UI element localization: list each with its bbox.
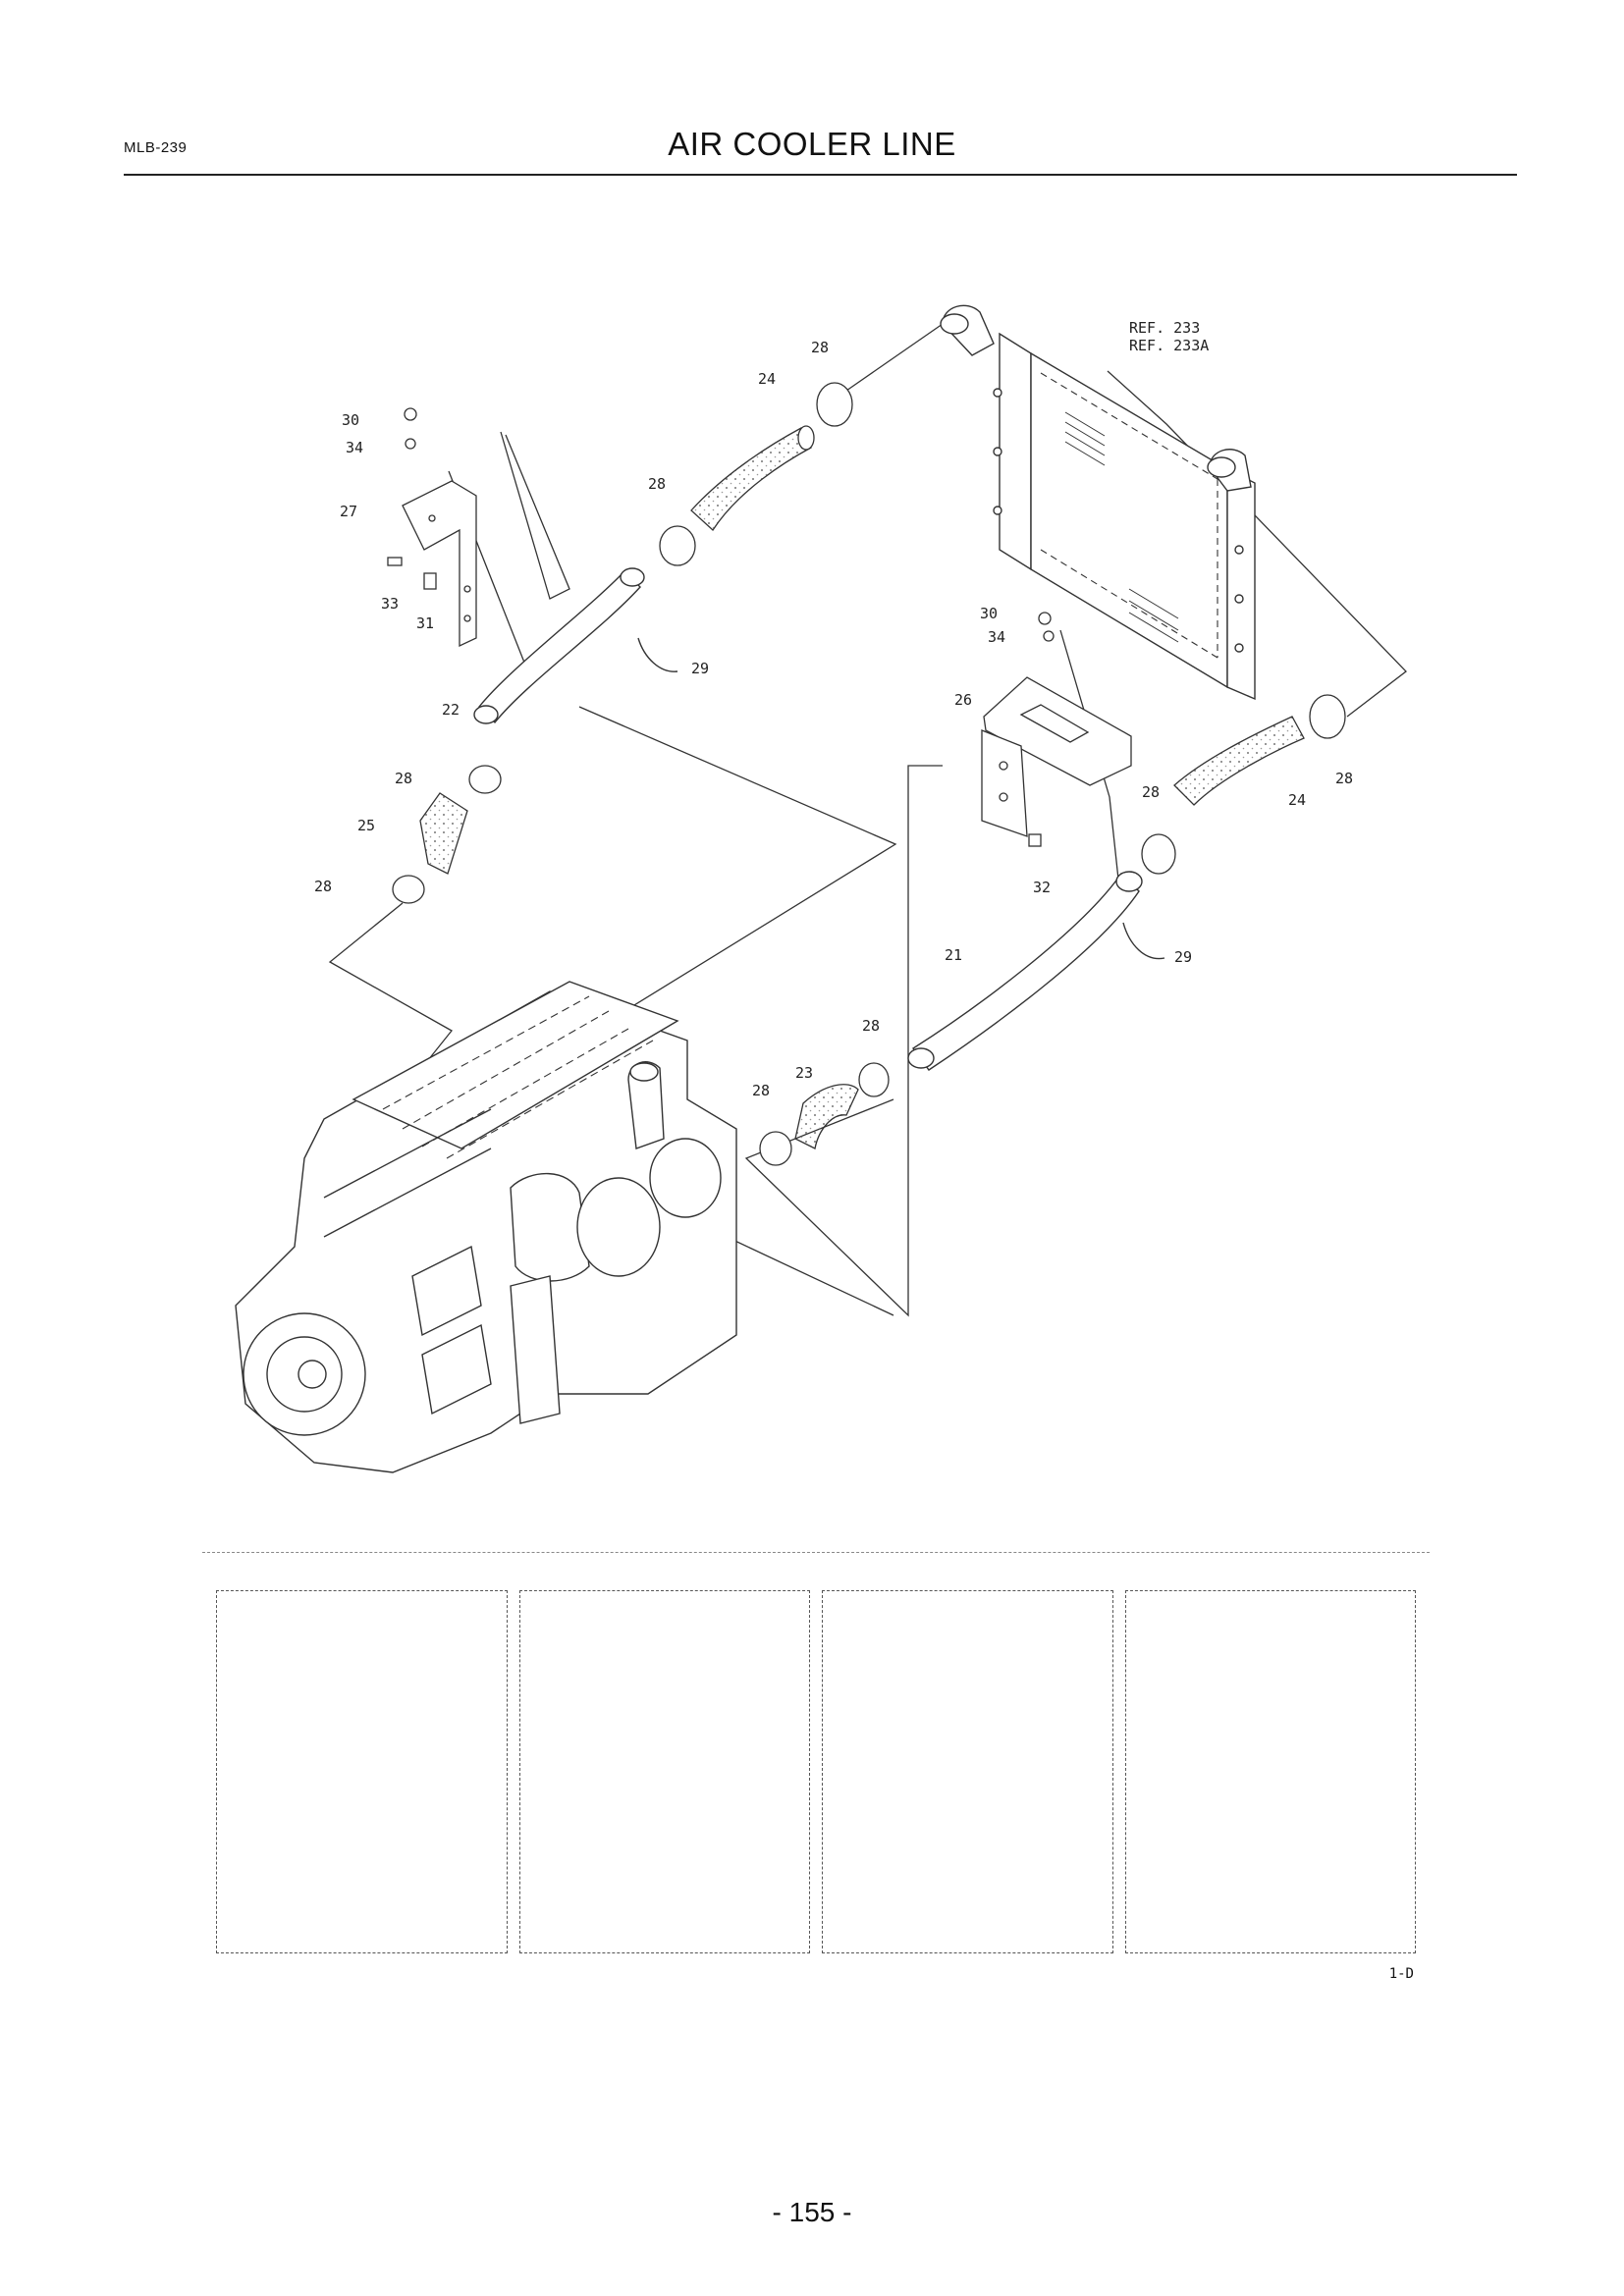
callout-21: 21 bbox=[945, 946, 962, 964]
callout-27: 27 bbox=[340, 503, 357, 520]
note-box-3 bbox=[822, 1590, 1113, 1953]
callout-30-mid: 30 bbox=[980, 605, 998, 622]
callout-ref-233: REF. 233 bbox=[1129, 319, 1200, 337]
callout-28-mid-left: 28 bbox=[395, 770, 412, 787]
callout-28-top: 28 bbox=[811, 339, 829, 356]
callout-25: 25 bbox=[357, 817, 375, 834]
callout-29-lower: 29 bbox=[1174, 948, 1192, 966]
hose-24-right bbox=[1141, 694, 1346, 875]
callout-28-lower-b: 28 bbox=[752, 1082, 770, 1099]
callout-22: 22 bbox=[442, 701, 460, 719]
tube-22 bbox=[473, 567, 678, 724]
callout-28-right: 28 bbox=[1335, 770, 1353, 787]
hose-25 bbox=[392, 765, 502, 904]
hose-24-upper bbox=[659, 382, 853, 566]
exploded-parts-diagram: REF. 233 REF. 233A 30 34 27 33 31 24 28 … bbox=[235, 304, 1407, 1473]
hose-23 bbox=[759, 1062, 890, 1166]
note-box-2 bbox=[518, 1590, 810, 1953]
callout-29-upper: 29 bbox=[691, 660, 709, 677]
bracket-27 bbox=[387, 407, 477, 648]
engine bbox=[235, 981, 737, 1473]
callout-30-top: 30 bbox=[342, 411, 359, 429]
callout-31: 31 bbox=[416, 614, 434, 632]
callout-34-mid: 34 bbox=[988, 628, 1005, 646]
note-box-4 bbox=[1124, 1590, 1416, 1953]
callout-ref-233a: REF. 233A bbox=[1129, 337, 1209, 354]
separator-line bbox=[202, 1552, 1430, 1553]
callout-32: 32 bbox=[1033, 879, 1051, 896]
parts-note-boxes bbox=[216, 1590, 1416, 1953]
callout-28-right-mid: 28 bbox=[1142, 783, 1160, 801]
header-rule bbox=[124, 174, 1517, 176]
callout-23: 23 bbox=[795, 1064, 813, 1082]
callout-28-low-left: 28 bbox=[314, 878, 332, 895]
callout-28-lower-a: 28 bbox=[862, 1017, 880, 1035]
page-number: - 155 - bbox=[772, 2197, 852, 2227]
bracket-26 bbox=[981, 612, 1132, 847]
callout-28-upper-mid: 28 bbox=[648, 475, 666, 493]
callout-24-top: 24 bbox=[758, 370, 776, 388]
tube-21 bbox=[907, 871, 1165, 1071]
revision-code: 1-D bbox=[1388, 1966, 1414, 1982]
callout-24-right: 24 bbox=[1288, 791, 1306, 809]
callout-26: 26 bbox=[954, 691, 972, 709]
page-title: AIR COOLER LINE bbox=[668, 126, 956, 162]
callout-33: 33 bbox=[381, 595, 399, 613]
document-code: MLB-239 bbox=[124, 139, 188, 156]
callout-34-top: 34 bbox=[346, 439, 363, 456]
charge-air-cooler bbox=[940, 304, 1256, 701]
note-box-1 bbox=[216, 1590, 508, 1953]
